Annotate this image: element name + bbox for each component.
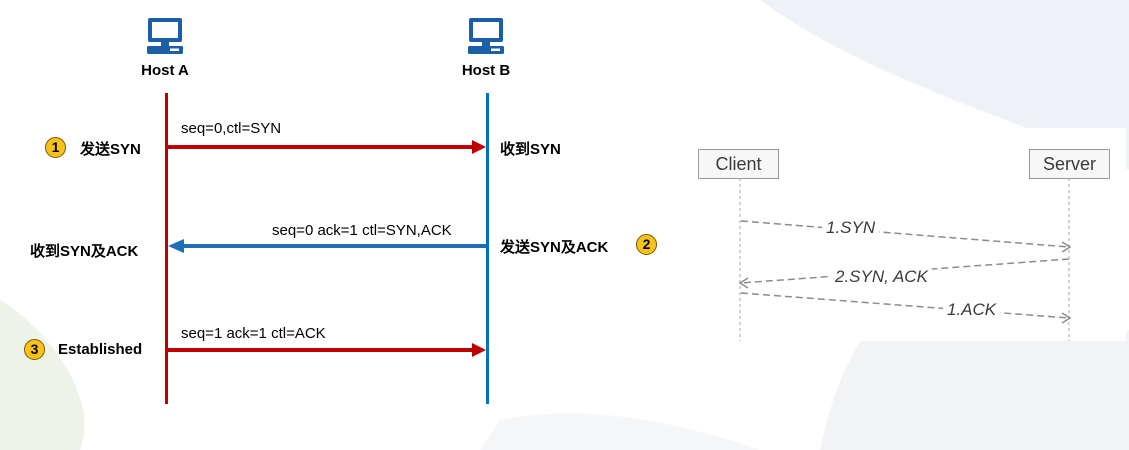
host-b-label: Host B — [461, 62, 511, 79]
host-a-label: Host A — [141, 62, 189, 79]
step-2-badge: 2 — [636, 234, 657, 255]
server-box: Server — [1029, 149, 1110, 179]
host-b-lifeline — [486, 93, 489, 404]
client-server-lines — [738, 178, 1072, 341]
step-1-message: seq=0,ctl=SYN — [181, 120, 282, 137]
ack-arrow — [168, 343, 486, 357]
step-1-receiver-text: 收到SYN — [500, 141, 561, 158]
syn-ack-arrow — [168, 239, 486, 253]
syn-arrow — [168, 140, 486, 154]
host-b: Host B — [446, 16, 526, 79]
computer-icon — [468, 18, 504, 54]
step-3-badge: 3 — [24, 339, 45, 360]
step-2-message: seq=0 ack=1 ctl=SYN,ACK — [272, 222, 452, 239]
host-a: Host A — [125, 16, 205, 79]
panel-ack-arrow — [740, 292, 1072, 324]
step-3-sender-text: Established — [58, 341, 143, 358]
step-3-message: seq=1 ack=1 ctl=ACK — [181, 325, 326, 342]
step-2-sender-text: 发送SYN及ACK — [500, 239, 609, 256]
panel-ack-label: 1.ACK — [943, 300, 1001, 320]
step-1-sender-text: 发送SYN — [80, 141, 141, 158]
client-server-panel: Client Server 1.SYN 2.SYN, ACK 1.ACK — [681, 128, 1126, 341]
client-box: Client — [698, 149, 779, 179]
computer-icon — [147, 18, 183, 54]
panel-syn-arrow — [740, 220, 1072, 253]
panel-syn-label: 1.SYN — [822, 218, 880, 238]
panel-syn-ack-arrow — [738, 258, 1070, 289]
step-1-badge: 1 — [45, 137, 66, 158]
host-a-lifeline — [165, 93, 168, 404]
panel-syn-ack-label: 2.SYN, ACK — [831, 267, 932, 287]
step-2-receiver-text: 收到SYN及ACK — [30, 243, 139, 260]
